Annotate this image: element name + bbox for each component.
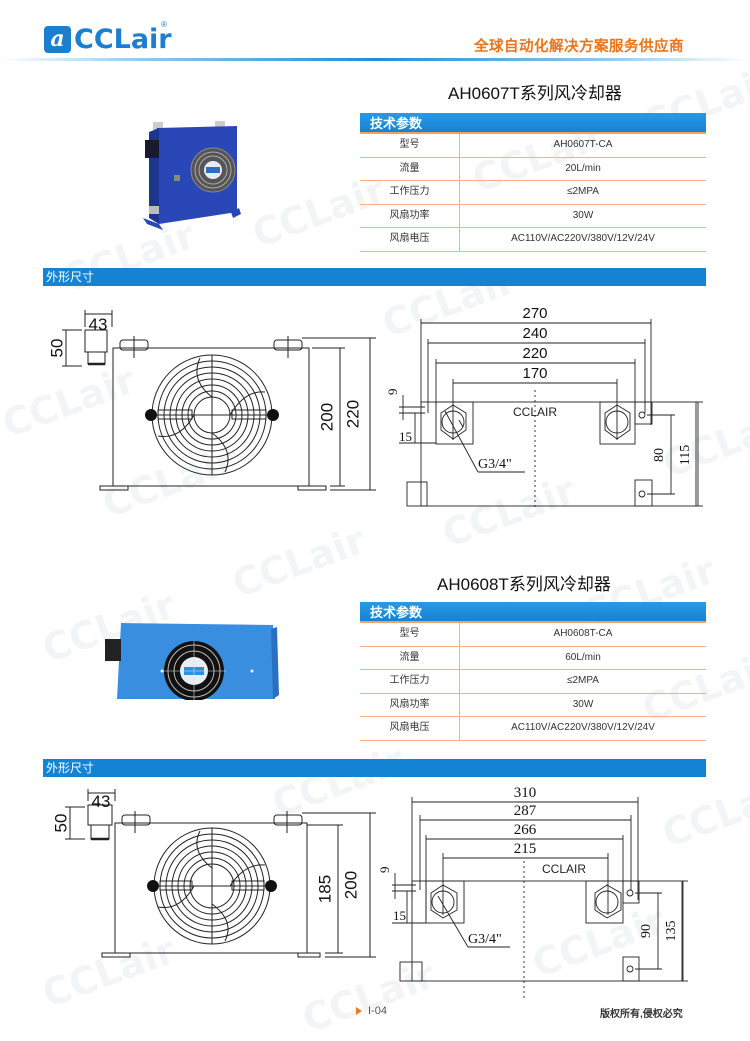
drawing-brand-label: CCLAIR [513,405,557,419]
dim-depth: 115 [678,445,693,465]
arrow-right-icon [356,1007,362,1015]
spec-value: ≤2MPA [567,186,599,197]
product-title: AH0608T系列风冷却器 [437,575,611,594]
dim-connector-height: 50 [47,339,66,358]
dim-width-body: 220 [522,345,547,362]
spec-label: 工作压力 [360,181,460,204]
spec-value: AC110V/AC220V/380V/12V/24V [511,233,655,244]
spec-label: 流量 [360,157,460,180]
product-photo [143,121,241,230]
spec-label: 风扇功率 [360,204,460,227]
brand-name: CCLair [74,24,172,55]
spec-row-fan-power: 风扇功率 30W [360,204,706,228]
dim-offset-9: 9 [385,389,400,396]
dim-width-body: 266 [514,822,537,838]
product-photo [105,623,279,700]
logo-icon: a [44,26,71,53]
spec-label: 型号 [360,134,460,157]
spec-value: 30W [572,698,594,710]
spec-label: 工作压力 [360,670,460,693]
top-view-drawing: 270 240 220 170 CCLAIR 9 15 G3/4" 80 115 [385,305,703,510]
dim-body-height: 185 [315,875,334,903]
spec-label: 流量 [360,646,460,669]
brand-logo: a CCLair ® [44,20,172,55]
port-size-label: G3/4" [468,932,502,947]
dim-offset-15: 15 [393,908,406,923]
spec-row-flow: 流量 60L/min [360,646,706,670]
spec-label: 风扇电压 [360,717,460,740]
dim-body-height: 200 [317,403,336,431]
dim-port-spacing: 215 [514,841,537,857]
dim-offset-9: 9 [380,867,392,874]
dim-width-mount: 287 [514,803,537,819]
spec-row-model: 型号 AH0608T-CA [360,623,706,647]
spec-table: 技术参数 型号 AH0608T-CA 流量 60L/min 工作压力 ≤2MPA… [360,602,706,741]
spec-label: 风扇电压 [360,228,460,251]
dim-connector-height: 50 [51,814,70,833]
spec-value: 20L/min [565,162,601,174]
page-number-text: I-04 [368,1005,387,1017]
spec-value: 30W [572,209,594,221]
spec-table: 技术参数 型号 AH0607T-CA 流量 20L/min 工作压力 ≤2MPA… [360,113,706,252]
dim-port-spacing: 170 [522,365,547,382]
spec-table-header: 技术参数 [360,602,706,623]
spec-row-pressure: 工作压力 ≤2MPA [360,670,706,694]
spec-value: 60L/min [565,651,601,663]
copyright-notice: 版权所有,侵权必究 [600,1009,683,1020]
dim-mount-spacing: 80 [652,448,667,462]
spec-row-pressure: 工作压力 ≤2MPA [360,181,706,205]
registered-mark: ® [161,20,167,29]
spec-value: AH0607T-CA [553,139,613,150]
dim-connector-width: 43 [89,315,108,334]
page-header: a CCLair ® 全球自动化解决方案服务供应商 [0,0,750,62]
top-view-drawing: 310 287 266 215 CCLAIR 9 15 G3/4" 90 135 [380,785,688,1000]
spec-row-flow: 流量 20L/min [360,157,706,181]
dim-width-mount: 240 [522,325,547,342]
spec-label: 型号 [360,623,460,646]
dim-depth: 135 [664,921,679,942]
dim-mount-spacing: 90 [639,924,654,938]
spec-value: AC110V/AC220V/380V/12V/24V [511,722,655,733]
dimension-band: 外形尺寸 [43,268,706,286]
watermark: CCLair [226,517,371,607]
port-size-label: G3/4" [478,457,512,472]
dim-total-height: 220 [343,400,362,428]
spec-row-fan-power: 风扇功率 30W [360,693,706,717]
spec-label: 风扇功率 [360,693,460,716]
header-divider [0,58,750,61]
spec-row-model: 型号 AH0607T-CA [360,134,706,158]
front-view-drawing: 43 50 185 200 [51,789,376,958]
spec-row-fan-voltage: 风扇电压 AC110V/AC220V/380V/12V/24V [360,717,706,741]
spec-value: AH0608T-CA [553,628,613,639]
dim-width-overall: 310 [514,785,537,801]
dimension-band: 外形尺寸 [43,759,706,777]
spec-value: ≤2MPA [567,675,599,686]
slogan: 全球自动化解决方案服务供应商 [474,39,684,55]
dim-width-overall: 270 [522,305,547,322]
spec-table-header: 技术参数 [360,113,706,134]
product-title: AH0607T系列风冷却器 [448,84,622,103]
page-number: I-04 [356,1005,387,1017]
spec-row-fan-voltage: 风扇电压 AC110V/AC220V/380V/12V/24V [360,228,706,252]
dim-offset-15: 15 [399,429,412,444]
dim-total-height: 200 [341,871,360,899]
front-view-drawing: 43 50 200 220 [47,310,376,491]
dim-connector-width: 43 [92,792,111,811]
drawing-brand-label: CCLAIR [542,862,586,876]
